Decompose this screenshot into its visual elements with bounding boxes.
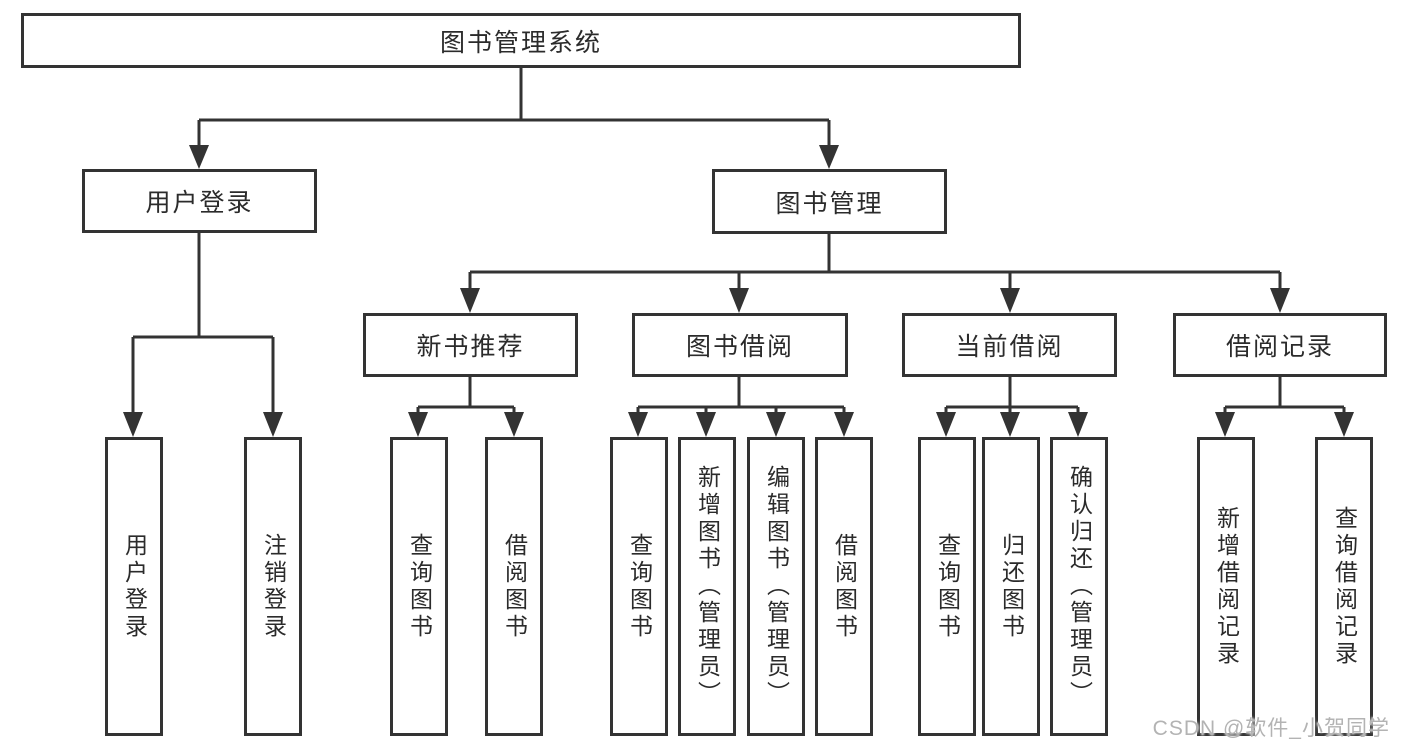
node-leaf-user-login: 用户登录 [105, 437, 163, 736]
arrow-down-icon [263, 412, 283, 437]
node-book-management: 图书管理 [712, 169, 947, 234]
leaf-label: 查询图书 [626, 532, 653, 641]
connector-root-to-level2 [189, 68, 839, 169]
arrow-down-icon [408, 412, 428, 437]
node-leaf-query-borrow-record: 查询借阅记录 [1315, 437, 1373, 736]
arrow-down-icon [504, 412, 524, 437]
node-leaf-return-book: 归还图书 [982, 437, 1040, 736]
leaf-label: 查询借阅记录 [1331, 505, 1358, 668]
arrow-down-icon [766, 412, 786, 437]
arrow-down-icon [729, 288, 749, 313]
node-leaf-current-query-book: 查询图书 [918, 437, 976, 736]
node-book-borrow: 图书借阅 [632, 313, 848, 377]
leaf-label: 查询图书 [406, 532, 433, 641]
arrow-down-icon [1068, 412, 1088, 437]
arrow-down-icon [460, 288, 480, 313]
arrow-down-icon [1000, 288, 1020, 313]
node-leaf-add-book-admin: 新增图书（管理员） [678, 437, 736, 736]
node-leaf-borrow-query-book: 查询图书 [610, 437, 668, 736]
connector-current-to-leaves [936, 377, 1088, 437]
node-leaf-borrow-borrow-book: 借阅图书 [815, 437, 873, 736]
arrow-down-icon [819, 145, 839, 169]
arrow-down-icon [1270, 288, 1290, 313]
arrow-down-icon [189, 145, 209, 169]
connector-borrow-to-leaves [628, 377, 854, 437]
leaf-label: 借阅图书 [501, 532, 528, 641]
connector-userlogin-to-leaves [123, 233, 283, 437]
arrow-down-icon [696, 412, 716, 437]
connector-bookmgmt-to-level3 [460, 234, 1290, 313]
node-current-borrow: 当前借阅 [902, 313, 1117, 377]
node-leaf-edit-book-admin: 编辑图书（管理员） [747, 437, 805, 736]
leaf-label: 新增借阅记录 [1213, 505, 1240, 668]
arrow-down-icon [1334, 412, 1354, 437]
node-leaf-confirm-return-admin: 确认归还（管理员） [1050, 437, 1108, 736]
node-borrow-records: 借阅记录 [1173, 313, 1387, 377]
leaf-label: 用户登录 [121, 532, 148, 641]
node-leaf-add-borrow-record: 新增借阅记录 [1197, 437, 1255, 736]
node-leaf-recommend-query-book: 查询图书 [390, 437, 448, 736]
node-library-management-system: 图书管理系统 [21, 13, 1021, 68]
node-new-book-recommend: 新书推荐 [363, 313, 578, 377]
csdn-watermark: CSDN @软件_小贺同学 [1152, 717, 1390, 740]
leaf-label: 归还图书 [998, 532, 1025, 641]
leaf-label: 查询图书 [934, 532, 961, 641]
node-leaf-recommend-borrow-book: 借阅图书 [485, 437, 543, 736]
arrow-down-icon [834, 412, 854, 437]
arrow-down-icon [1000, 412, 1020, 437]
node-leaf-logout: 注销登录 [244, 437, 302, 736]
leaf-label: 编辑图书（管理员） [763, 465, 790, 708]
leaf-label: 确认归还（管理员） [1066, 465, 1093, 708]
arrow-down-icon [1215, 412, 1235, 437]
connector-recommend-to-leaves [408, 377, 524, 437]
arrow-down-icon [123, 412, 143, 437]
connector-records-to-leaves [1215, 377, 1354, 437]
arrow-down-icon [936, 412, 956, 437]
arrow-down-icon [628, 412, 648, 437]
leaf-label: 注销登录 [260, 532, 287, 641]
node-user-login: 用户登录 [82, 169, 317, 233]
leaf-label: 新增图书（管理员） [694, 465, 721, 708]
leaf-label: 借阅图书 [831, 532, 858, 641]
